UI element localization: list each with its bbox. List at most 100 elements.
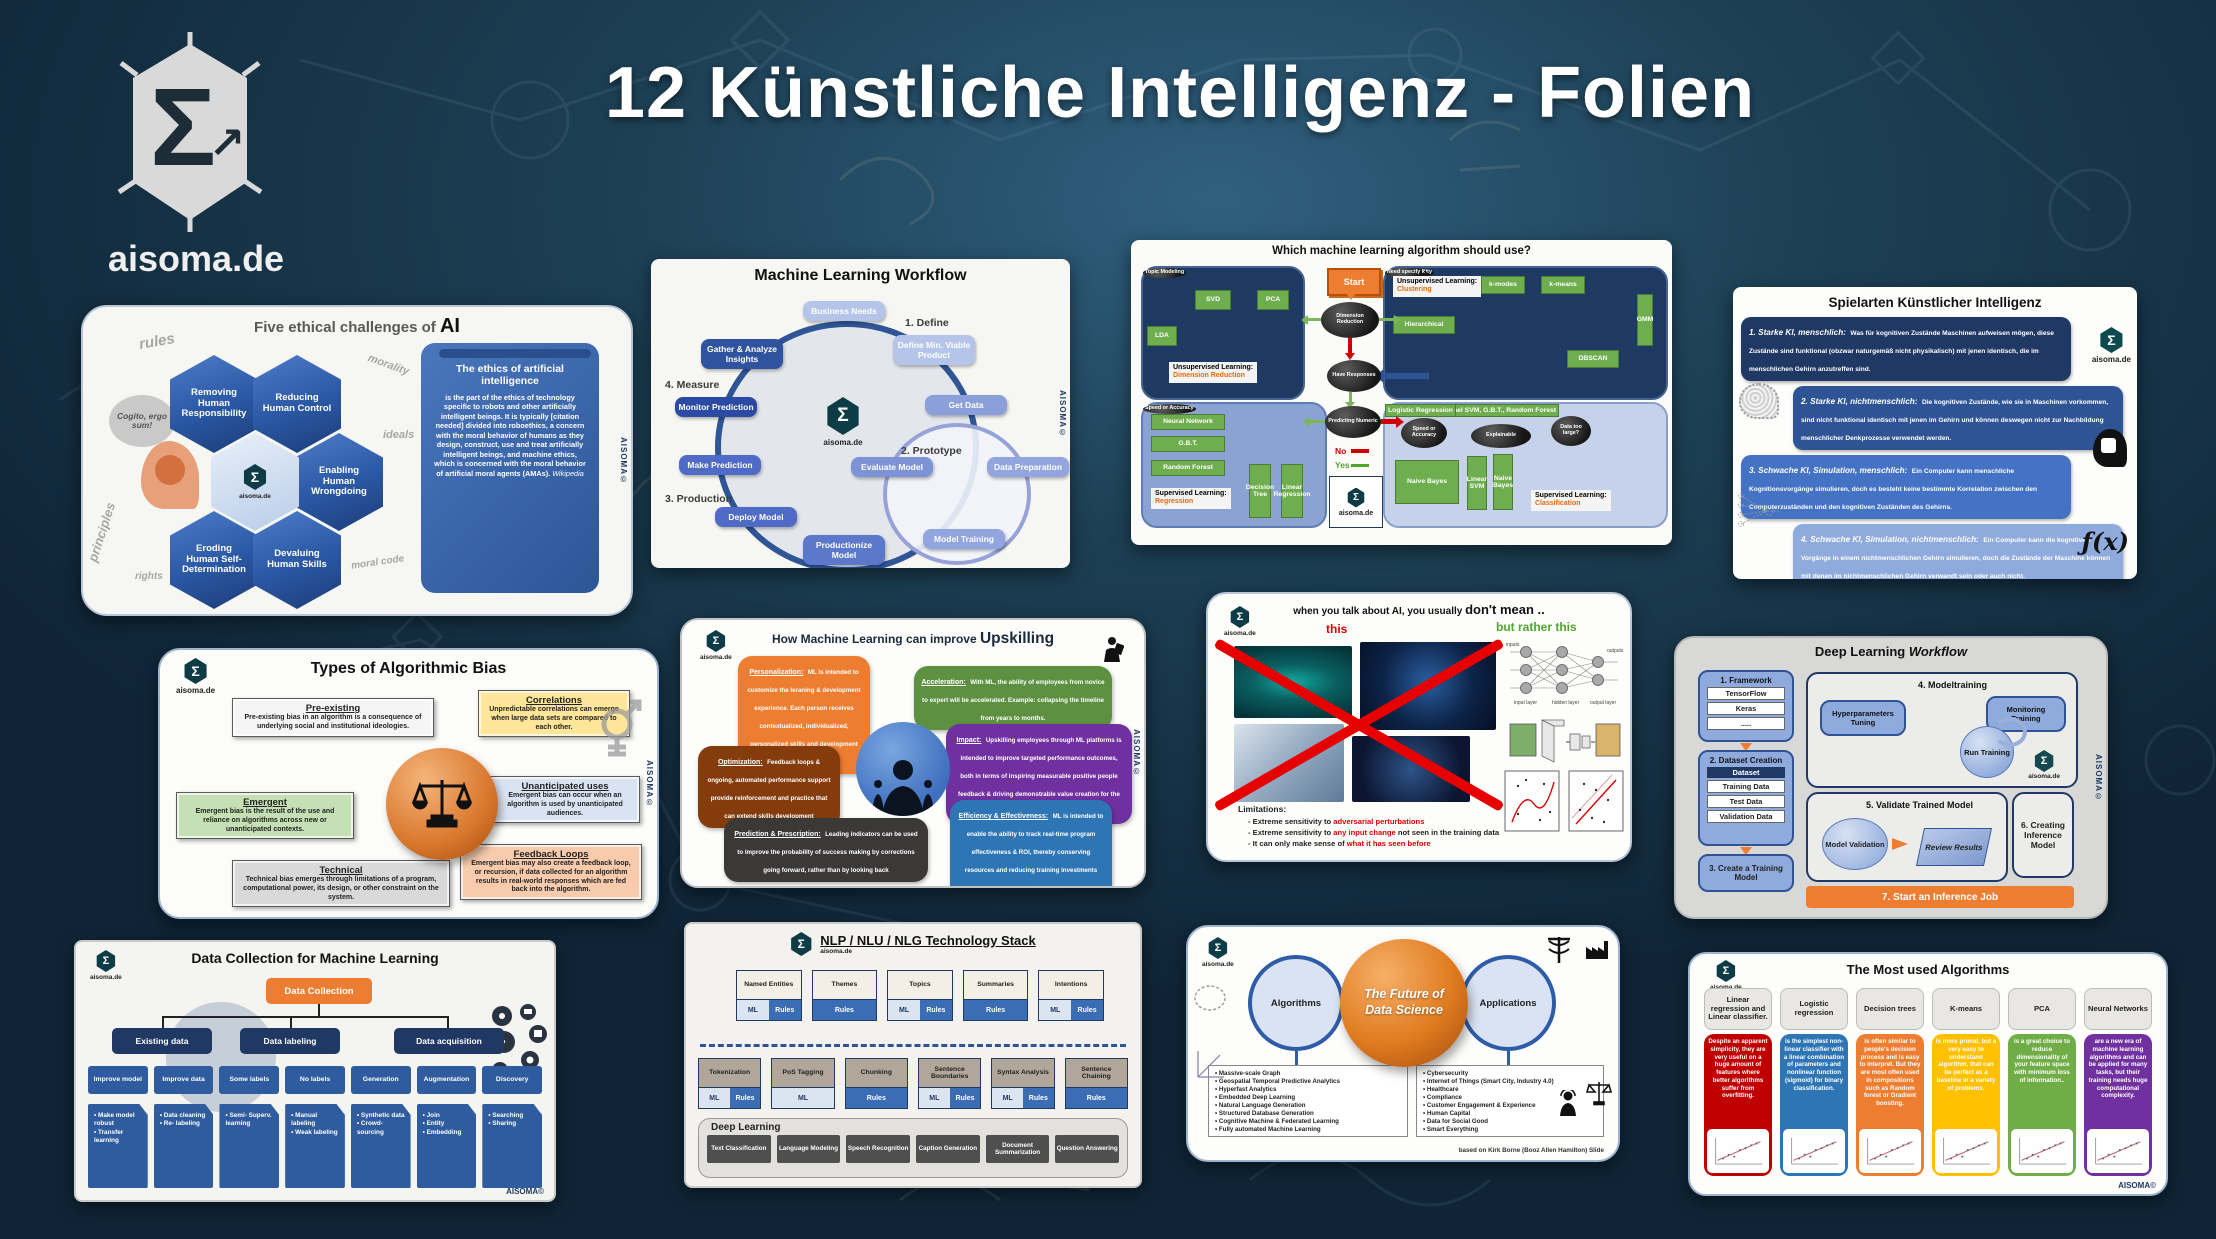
algorithm-box: Linear Regression	[1274, 464, 1311, 518]
brand-box: Σ aisoma.de	[700, 630, 732, 661]
applications-circle: Applications	[1460, 955, 1556, 1051]
modeltraining-panel: 4. Modeltraining Hyperparameters Tuning …	[1806, 672, 2078, 788]
cell-label: PoS Tagging	[772, 1059, 834, 1088]
flow-arrow	[1307, 318, 1323, 321]
slide-ai-meaning: when you talk about AI, you usually don'…	[1206, 592, 1632, 862]
column-text: is a great choice to reduce dimensionali…	[2013, 1038, 2071, 1084]
slide-title: Deep Learning Workflow	[1814, 644, 1968, 659]
brand-text: aisoma.de	[820, 948, 853, 955]
algorithm-box: Hierarchical	[1393, 316, 1455, 334]
box-body: Emergent bias can occur when an algorith…	[507, 792, 623, 817]
reading-person-icon	[1104, 637, 1124, 662]
connector	[1507, 1051, 1510, 1065]
list-item: Massive-scale Graph	[1215, 1070, 1401, 1078]
slide-title: Five ethical challenges of AI	[254, 315, 460, 337]
rules-tag: Rules	[1071, 1000, 1103, 1020]
svg-text:output layer: output layer	[1590, 700, 1616, 706]
column-heading: Augmentation	[416, 1066, 477, 1094]
list-item: Embedded Deep Learning	[1215, 1094, 1401, 1102]
rules-tag: Rules	[1022, 1088, 1054, 1108]
flow-arrow	[1351, 464, 1369, 467]
item-body: Was für kognitiven Zustände Maschinen au…	[1749, 330, 2054, 373]
inference-model-box: 6. Creating Inference Model	[2012, 792, 2074, 878]
box-heading: Technical	[319, 865, 363, 876]
slide-five-ethical-challenges: Five ethical challenges of AI ruleswrong…	[81, 305, 633, 616]
brand-text: aisoma.de	[700, 654, 732, 661]
slide-algorithm-chooser: Which machine learning algorithm should …	[1131, 240, 1672, 545]
flow-arrow	[1346, 293, 1356, 300]
algorithm-thumb-chart	[1707, 1129, 1769, 1173]
item-body: Ein Computer kann die kognitiven Vorgäng…	[1801, 537, 2111, 579]
dataset-creation-box: 2. Dataset Creation Dataset Training Dat…	[1698, 750, 1794, 846]
brand-text: aisoma.de	[1338, 509, 1374, 517]
caduceus-icon	[1548, 937, 1570, 963]
rules-tag: Rules	[919, 1000, 952, 1020]
ml-tag: ML	[699, 1088, 730, 1108]
background-word: rights	[135, 571, 163, 582]
workflow-node: Data Preparation	[987, 457, 1069, 478]
column-item: Semi- Superv. learning	[225, 1112, 275, 1129]
framework-option: TensorFlow	[1707, 687, 1785, 700]
stack-cell: Sentence Chaining Rules	[1064, 1058, 1128, 1109]
challenge-hexagon: Removing Human Responsibility	[170, 355, 258, 453]
flow-arrow	[1309, 420, 1325, 423]
sigma-logo-icon: Σ	[827, 397, 859, 435]
phase-label: 2. Prototype	[901, 445, 962, 457]
watermark: AISOMA©	[645, 759, 654, 808]
box-heading: Unanticipated uses	[521, 781, 609, 792]
ml-tag: ML	[888, 1000, 920, 1020]
watermark: AISOMA©	[1058, 389, 1067, 438]
algorithms-circle: Algorithms	[1248, 955, 1344, 1051]
algorithm-column: Logistic regression is the simplest non-…	[1780, 988, 1848, 1176]
box-body: Pre-existing bias in an algorithm is a c…	[244, 714, 422, 730]
column-heading: No labels	[285, 1066, 345, 1094]
item-body: Ein Computer kann menschliche Kognitions…	[1749, 468, 2037, 511]
cell-label: Intentions	[1039, 971, 1103, 1000]
brand-box: Σ aisoma.de	[1329, 476, 1383, 528]
algorithm-box: Neural Network	[1151, 414, 1225, 430]
background-word: ideals	[383, 429, 415, 441]
sigma-logo-icon: Σ	[243, 464, 267, 490]
group-box: Data labeling	[240, 1028, 340, 1054]
column-text: are a new era of machine learning algori…	[2088, 1038, 2148, 1100]
list-item: Compliance	[1423, 1094, 1597, 1102]
slide-title: when you talk about AI, you usually don'…	[1293, 602, 1545, 617]
cell-label: Tokenization	[699, 1059, 761, 1088]
column-text: is often similar to people's decision pr…	[1859, 1038, 1921, 1107]
person-silhouette-icon	[872, 760, 934, 816]
column-heading: Improve data	[153, 1066, 214, 1094]
cell-tags: Rules	[812, 1000, 877, 1020]
box-heading: Acceleration:	[921, 679, 966, 686]
brand-box: Σ aisoma.de	[2092, 327, 2131, 364]
rules-tag: Rules	[1065, 1088, 1127, 1108]
model-validation-node: Model Validation	[1822, 818, 1888, 870]
list-item: Smart Everything	[1423, 1126, 1597, 1134]
network-sketch-icon	[1738, 493, 1779, 527]
algorithm-box: Decision Tree	[1246, 464, 1274, 518]
bias-type-box: Pre-existing Pre-existing bias in an alg…	[232, 698, 434, 737]
center-logo: Σ aisoma.de	[811, 397, 875, 447]
column-text: is more primal, but a very easy to under…	[1935, 1038, 1997, 1092]
workflow-node: Business Needs	[803, 301, 885, 322]
cell-tags: ML Rules	[1039, 1000, 1103, 1020]
rules-tag: Rules	[845, 1088, 907, 1108]
brain-sketch-icon	[1739, 383, 1779, 419]
future-sphere: The Future of Data Science	[1340, 939, 1468, 1067]
hyperparameters-box: Hyperparameters Tuning	[1820, 700, 1906, 736]
dataset-label: Dataset	[1707, 767, 1785, 778]
ki-type-item: 1. Starke KI, menschlich: Was für kognit…	[1741, 317, 2071, 381]
validate-panel: 5. Validate Trained Model Model Validati…	[1806, 792, 2008, 882]
brand-box: Σ aisoma.de	[176, 658, 215, 695]
stack-cell: Themes Rules	[811, 970, 878, 1021]
column-heading: Neural Networks	[2084, 988, 2152, 1030]
ki-type-item: 2. Starke KI, nichtmenschlich: Die kogni…	[1793, 386, 2123, 450]
column-body: is more primal, but a very easy to under…	[1932, 1034, 2000, 1176]
svg-text:inputs: inputs	[1506, 642, 1520, 648]
stack-cell: Chunking Rules	[844, 1058, 908, 1109]
watermark: AISOMA©	[619, 436, 628, 485]
column-items: Synthetic data Crowd- sourcing	[350, 1104, 411, 1188]
